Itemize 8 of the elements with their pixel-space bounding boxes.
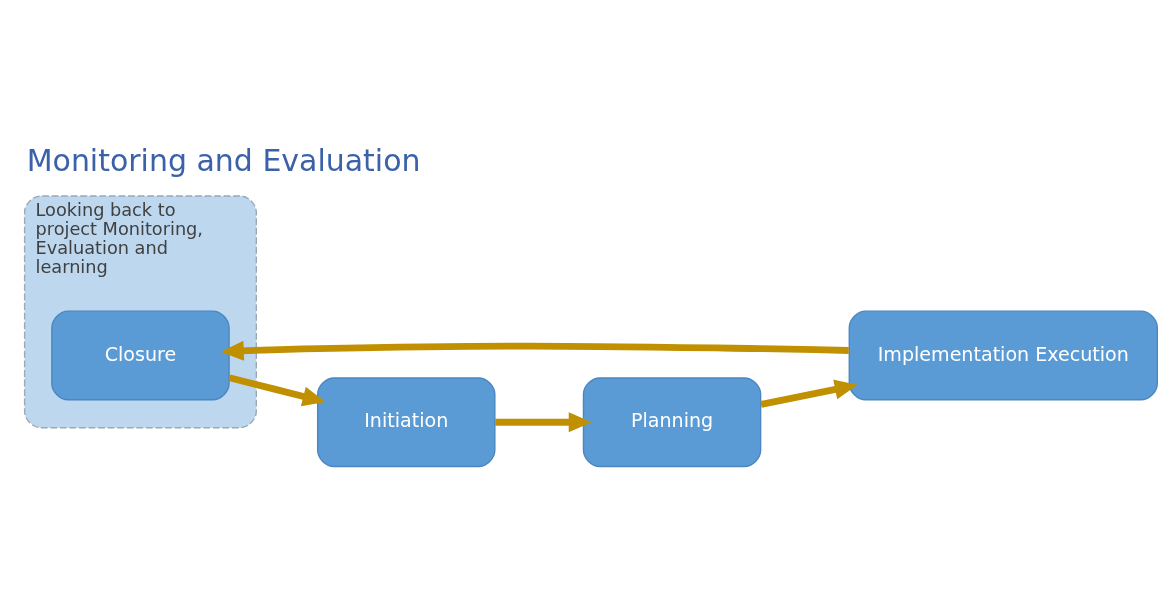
arrow <box>760 379 858 408</box>
node-box: Implementation Execution <box>848 310 1158 400</box>
arrow <box>220 340 849 361</box>
node-box: Planning <box>582 376 762 467</box>
arrow <box>495 411 592 432</box>
diagram-title: Monitoring and Evaluation <box>26 142 421 178</box>
node-box: Closure <box>51 310 230 400</box>
node-box: Initiation <box>316 376 496 467</box>
